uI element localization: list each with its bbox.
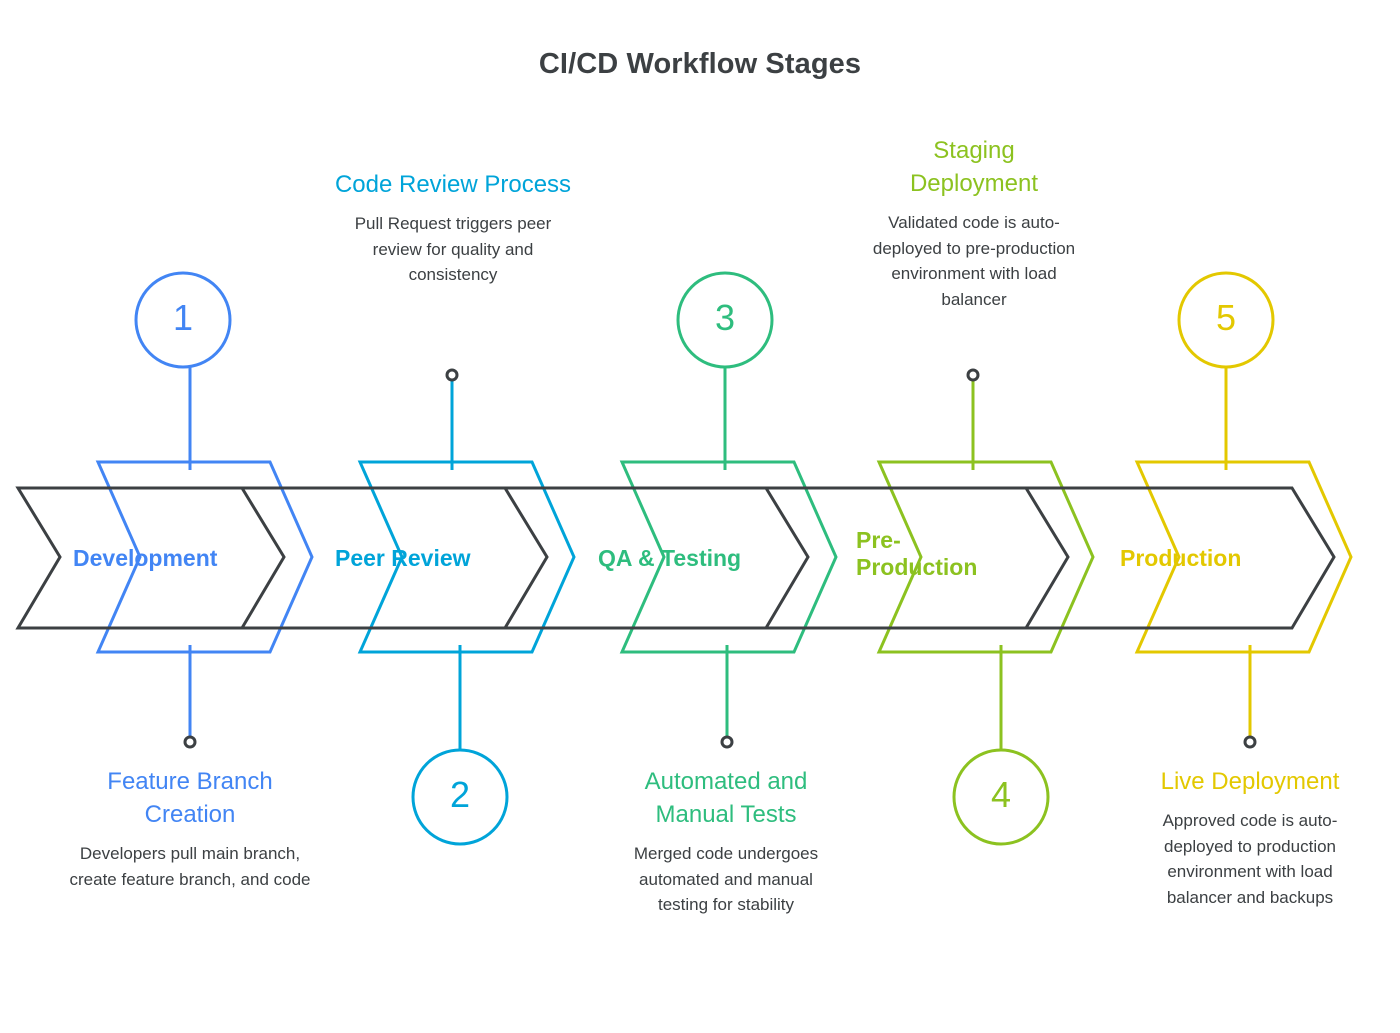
callout-title-stage1: Feature Branch Creation <box>107 768 273 829</box>
callout-stage2: Code Review Process Pull Request trigger… <box>332 168 574 288</box>
band-label-stage5: Production <box>1120 545 1242 571</box>
colored-chevrons <box>95 460 1353 654</box>
chevron-outline-stage1 <box>95 460 314 654</box>
dark-band <box>15 486 1336 630</box>
callout-stage5: Live Deployment Approved code is auto-de… <box>1150 765 1350 910</box>
callout-desc-stage1: Developers pull main branch, create feat… <box>69 844 311 889</box>
chevron-outline-stage4 <box>876 460 1095 654</box>
connectors <box>188 367 1252 750</box>
chevron-outline-stage3 <box>619 460 838 654</box>
band-label-stage4: Pre-Production <box>856 527 978 581</box>
number-label-5: 5 <box>1215 297 1237 338</box>
ring-marker-stage3 <box>720 735 734 749</box>
chevron-outline-stage2 <box>357 460 576 654</box>
callout-title-stage5: Live Deployment <box>1160 768 1340 795</box>
callout-title-stage3: Automated and Manual Tests <box>644 768 808 829</box>
band-label-stage2: Peer Review <box>335 545 471 571</box>
band-outline <box>15 486 1336 630</box>
callout-desc-stage5: Approved code is auto-deployed to produc… <box>1162 811 1338 907</box>
chevron-outline-stage5 <box>1134 460 1353 654</box>
callout-desc-stage3: Merged code undergoes automated and manu… <box>633 844 819 915</box>
number-circle-3 <box>676 271 774 369</box>
callout-title-stage2: Code Review Process <box>334 171 572 198</box>
number-label-1: 1 <box>172 297 194 338</box>
callout-stage4: Staging Deployment Validated code is aut… <box>868 134 1080 312</box>
ring-marker-stage1 <box>183 735 197 749</box>
callout-title-stage4: Staging Deployment <box>909 137 1039 198</box>
ring-marker-stage2 <box>445 368 459 382</box>
ring-marker-stage4 <box>966 368 980 382</box>
band-divider-1 <box>240 487 286 629</box>
number-circle-1 <box>134 271 232 369</box>
number-label-3: 3 <box>714 297 736 338</box>
number-circles <box>134 271 1275 846</box>
ring-markers <box>183 368 1257 749</box>
band-label-stage3: QA & Testing <box>598 545 742 571</box>
callout-desc-stage2: Pull Request triggers peer review for qu… <box>354 214 552 285</box>
band-divider-3 <box>764 487 810 629</box>
band-divider-2 <box>503 487 549 629</box>
band-divider-4 <box>1024 487 1070 629</box>
number-circle-4 <box>952 748 1050 846</box>
number-label-2: 2 <box>449 774 471 815</box>
page-title: CI/CD Workflow Stages <box>538 48 862 80</box>
ring-marker-stage5 <box>1243 735 1257 749</box>
number-circle-5 <box>1177 271 1275 369</box>
callout-stage3: Automated and Manual Tests Merged code u… <box>612 765 840 918</box>
callout-stage1: Feature Branch Creation Developers pull … <box>60 765 320 892</box>
number-label-4: 4 <box>990 774 1012 815</box>
number-circle-2 <box>411 748 509 846</box>
callout-desc-stage4: Validated code is auto-deployed to pre-p… <box>872 213 1076 309</box>
band-label-stage1: Development <box>73 545 218 571</box>
